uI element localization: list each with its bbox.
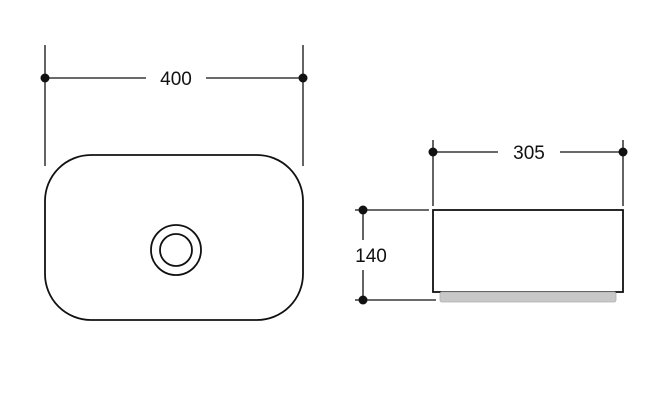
dimension-400: 400: [40, 45, 308, 166]
side-view: [432, 209, 624, 303]
drain-outer-circle: [150, 224, 202, 276]
dim-140-bottom-dot: [358, 295, 368, 305]
top-view: [44, 154, 304, 321]
dim-140-label: 140: [355, 246, 387, 267]
dimension-140: 140: [355, 205, 436, 305]
top-view-basin-outline: [44, 154, 304, 321]
dim-400-right-dot: [298, 73, 308, 83]
side-view-base: [439, 291, 617, 303]
side-view-basin-body: [432, 209, 624, 293]
dim-140-top-dot: [358, 205, 368, 215]
dim-400-left-dot: [40, 73, 50, 83]
dimension-305: 305: [428, 140, 628, 206]
dim-305-right-dot: [618, 147, 628, 157]
dim-305-left-dot: [428, 147, 438, 157]
dim-400-label: 400: [160, 69, 192, 90]
dim-305-label: 305: [513, 143, 545, 164]
drain-inner-circle: [159, 233, 193, 267]
